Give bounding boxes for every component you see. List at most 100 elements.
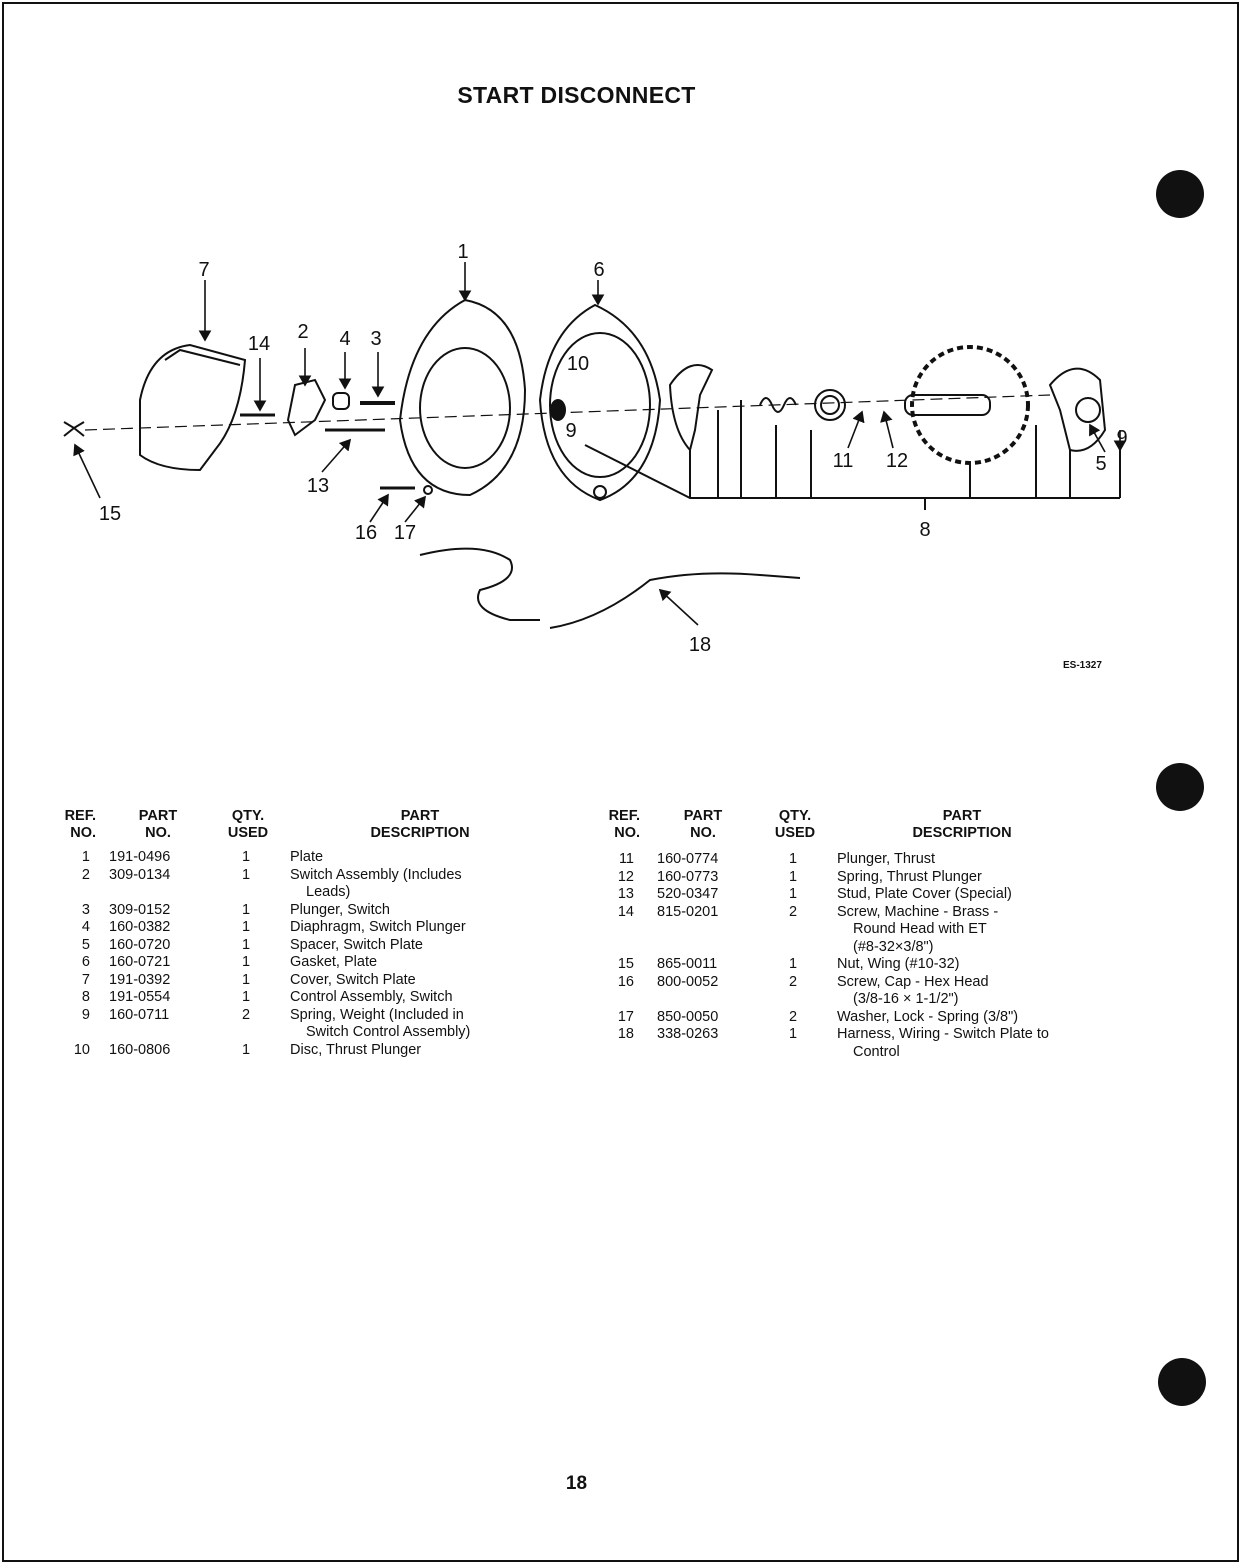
qty-used: 1 xyxy=(241,901,251,918)
part-description: Control xyxy=(853,1043,900,1060)
callout-11: 11 xyxy=(833,450,854,472)
qty-used: 1 xyxy=(241,989,251,1005)
part-description: (3/8-16 × 1-1/2") xyxy=(853,991,959,1007)
ref-no: 4 xyxy=(81,919,90,935)
callout-18: 18 xyxy=(689,634,711,656)
part-description: Spacer, Switch Plate xyxy=(290,936,423,953)
callout-7: 7 xyxy=(198,259,209,281)
ref-no: 8 xyxy=(81,989,90,1005)
qty-used: 2 xyxy=(788,1008,798,1025)
part-no: 160-0382 xyxy=(109,919,171,935)
part-description: Leads) xyxy=(306,884,351,900)
qty-used: 1 xyxy=(241,954,251,970)
header-ref: REF.NO. xyxy=(64,808,96,841)
ref-no: 2 xyxy=(81,866,90,883)
ref-no: 17 xyxy=(617,1008,634,1025)
part-description: Gasket, Plate xyxy=(290,954,378,970)
qty-used: 1 xyxy=(241,849,251,865)
page-title: START DISCONNECT xyxy=(457,82,696,108)
header-ref: REF.NO. xyxy=(608,808,640,841)
callout-13: 13 xyxy=(307,475,329,497)
ref-no: 1 xyxy=(81,849,90,865)
callout-8: 8 xyxy=(919,519,930,541)
page-number: 18 xyxy=(565,1473,588,1494)
header-qty: QTY.USED xyxy=(774,808,816,841)
callout-9-a: 9 xyxy=(565,420,576,442)
part-no: 160-0806 xyxy=(109,1041,171,1058)
part-no: 191-0554 xyxy=(109,989,171,1005)
qty-used: 1 xyxy=(241,936,251,953)
qty-used: 1 xyxy=(788,886,798,902)
callout-3: 3 xyxy=(370,328,381,350)
ref-no: 15 xyxy=(617,956,634,972)
ref-no: 11 xyxy=(618,851,634,867)
qty-used: 2 xyxy=(788,973,798,990)
ref-no: 18 xyxy=(617,1026,634,1042)
ref-no: 16 xyxy=(617,973,634,990)
qty-used: 1 xyxy=(788,1026,798,1042)
binder-hole-middle xyxy=(1156,763,1204,811)
part-description: Nut, Wing (#10-32) xyxy=(837,956,960,972)
part-description: Diaphragm, Switch Plunger xyxy=(290,919,466,935)
qty-used: 2 xyxy=(788,903,798,920)
part-description: Screw, Machine - Brass - xyxy=(837,903,999,920)
part-description: Plunger, Thrust xyxy=(837,851,936,867)
part-description: Spring, Weight (Included in xyxy=(290,1006,464,1023)
part-no: 160-0721 xyxy=(109,954,171,970)
part-description: Stud, Plate Cover (Special) xyxy=(837,886,1012,902)
part-description: Cover, Switch Plate xyxy=(290,971,416,988)
part-description: Spring, Thrust Plunger xyxy=(837,868,982,885)
callout-15: 15 xyxy=(99,503,121,525)
part-description: Plate xyxy=(290,849,324,865)
ref-no: 14 xyxy=(617,903,634,920)
ref-no: 3 xyxy=(81,901,90,918)
ref-no: 12 xyxy=(617,868,634,885)
qty-used: 1 xyxy=(788,956,798,972)
part-description: Round Head with ET xyxy=(853,921,987,937)
part-no: 160-0774 xyxy=(657,851,719,867)
part-description: Screw, Cap - Hex Head xyxy=(837,973,989,990)
part-no: 160-0711 xyxy=(109,1006,170,1023)
part-no: 850-0050 xyxy=(657,1008,719,1025)
ref-no: 7 xyxy=(81,971,90,988)
exploded-parts-diagram: 7 1 6 14 2 4 3 10 9 9 11 12 5 13 15 16 1… xyxy=(63,241,1128,656)
part-no: 160-0773 xyxy=(657,868,719,885)
ref-no: 5 xyxy=(81,936,90,953)
part-no: 338-0263 xyxy=(657,1026,719,1042)
ref-no: 10 xyxy=(73,1041,90,1058)
part-no: 800-0052 xyxy=(657,973,719,990)
part-description: Switch Assembly (Includes xyxy=(290,866,462,883)
part-no: 160-0720 xyxy=(109,936,171,953)
binder-hole-bottom xyxy=(1158,1358,1206,1406)
part-description: Switch Control Assembly) xyxy=(306,1024,471,1040)
qty-used: 1 xyxy=(241,919,251,935)
callout-9-b: 9 xyxy=(1116,427,1127,449)
figure-code: ES-1327 xyxy=(1063,660,1102,671)
ref-no: 6 xyxy=(81,954,90,970)
qty-used: 1 xyxy=(788,851,798,867)
callout-10: 10 xyxy=(567,353,589,375)
callout-17: 17 xyxy=(394,522,416,544)
part-description: Harness, Wiring - Switch Plate to xyxy=(837,1026,1049,1042)
callout-12: 12 xyxy=(886,450,908,472)
callout-16: 16 xyxy=(355,522,377,544)
qty-used: 1 xyxy=(788,868,798,885)
part-no: 520-0347 xyxy=(657,886,719,902)
part-no: 309-0134 xyxy=(109,866,171,883)
callout-1: 1 xyxy=(457,241,468,263)
part-description: Control Assembly, Switch xyxy=(290,989,453,1005)
qty-used: 1 xyxy=(241,971,251,988)
part-no: 191-0392 xyxy=(109,971,171,988)
binder-hole-top xyxy=(1156,170,1204,218)
part-description: Washer, Lock - Spring (3/8") xyxy=(837,1008,1019,1025)
callout-4: 4 xyxy=(339,328,350,350)
part-no: 191-0496 xyxy=(109,849,171,865)
qty-used: 2 xyxy=(241,1006,251,1023)
qty-used: 1 xyxy=(241,1041,251,1058)
ref-no: 13 xyxy=(617,886,634,902)
